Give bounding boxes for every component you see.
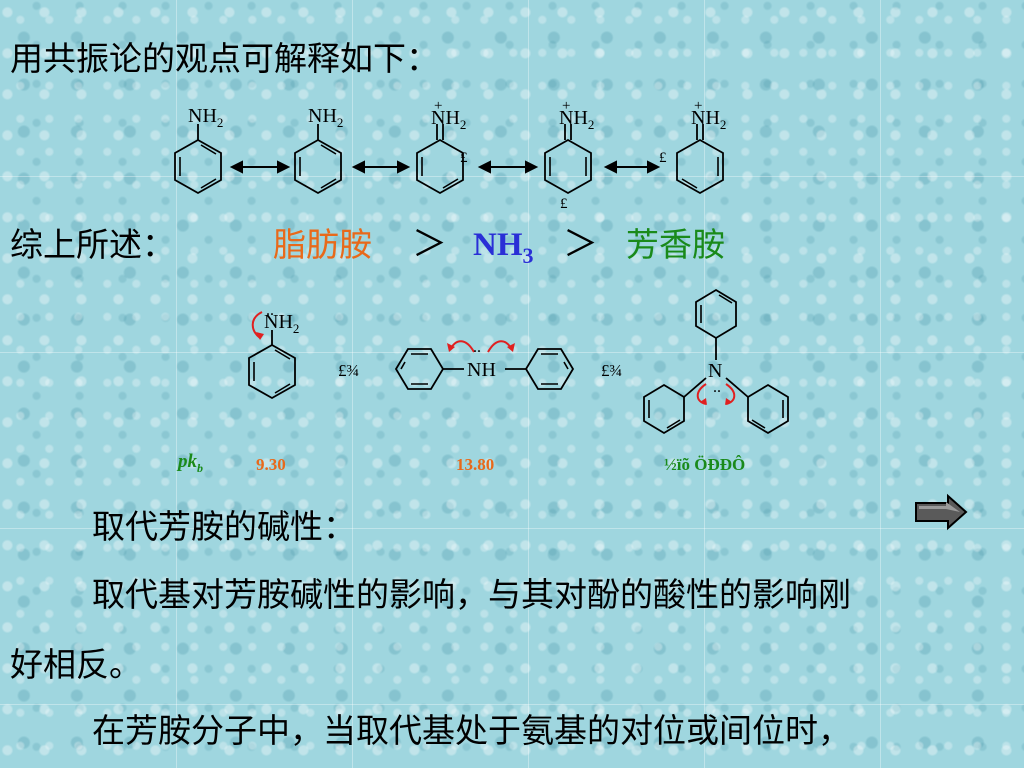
separator-2: £¾ [601,361,623,380]
right-arrow-icon[interactable] [912,493,972,533]
lone-pair-2: .. [473,339,481,356]
nh-label: NH [467,359,496,381]
section-title: 取代芳胺的碱性： [92,507,356,546]
slide-heading: 用共振论的观点可解释如下： [10,39,439,78]
ammonia-label: NH3 [473,227,534,268]
iminium-structure-4 [544,124,592,195]
plus-charge-3: + [434,98,442,114]
lone-pair-3: .. [713,379,721,396]
paragraph-2-line-1: 在芳胺分子中，当取代基处于氨基的对位或间位时， [92,711,851,750]
paragraph-1-line-2: 好相反。 [10,645,142,684]
plus-charge-4: + [562,98,570,114]
n-label: N [708,360,722,382]
nh2-label-bottom: NH2 [264,311,299,336]
nh2-label-4: NH2 [559,107,594,132]
nh2-label-1: NH2 [188,105,223,130]
nh2-label-2: NH2 [308,105,343,130]
aniline-structure-1 [174,124,222,195]
greater-than-1: ＞ [412,225,448,265]
resonance-arrow-3 [477,160,539,174]
minus-charge-5: £­ [659,150,667,166]
iminium-structure-5 [676,124,724,195]
plus-charge-5: + [694,98,702,114]
lone-pair-1: .. [266,302,274,319]
aliphatic-amine-label: 脂肪胺 [273,225,372,264]
nh2-label-3: NH2 [431,107,466,132]
summary-prefix: 综上所述： [10,225,175,264]
aromatic-amine-label: 芳香胺 [626,225,725,264]
resonance-arrow-4 [603,160,661,174]
resonance-arrow-2 [351,160,411,174]
minus-charge-3: £­ [460,150,468,166]
minus-charge-4: £­ [560,196,568,212]
iminium-structure-3 [416,124,464,195]
paragraph-1-line-1: 取代基对芳胺碱性的影响，与其对酚的酸性的影响刚 [92,575,851,614]
electron-arrow-1 [251,311,263,339]
greater-than-2: ＞ [563,225,599,265]
resonance-arrow-1 [229,160,291,174]
nh2-label-5: NH2 [691,107,726,132]
pkb-value-aniline: 9.30 [256,455,286,474]
triphenylamine-structure [643,288,789,435]
aniline-structure-2 [294,124,342,195]
diphenylamine-structure [394,348,575,390]
separator-1: £¾ [338,361,360,380]
pkb-value-triphenylamine: ½ïõ ÖÐÐÔ [664,455,746,474]
aniline-bottom [248,330,296,400]
pkb-label: pkb [178,451,203,475]
pkb-value-diphenylamine: 13.80 [456,455,495,474]
